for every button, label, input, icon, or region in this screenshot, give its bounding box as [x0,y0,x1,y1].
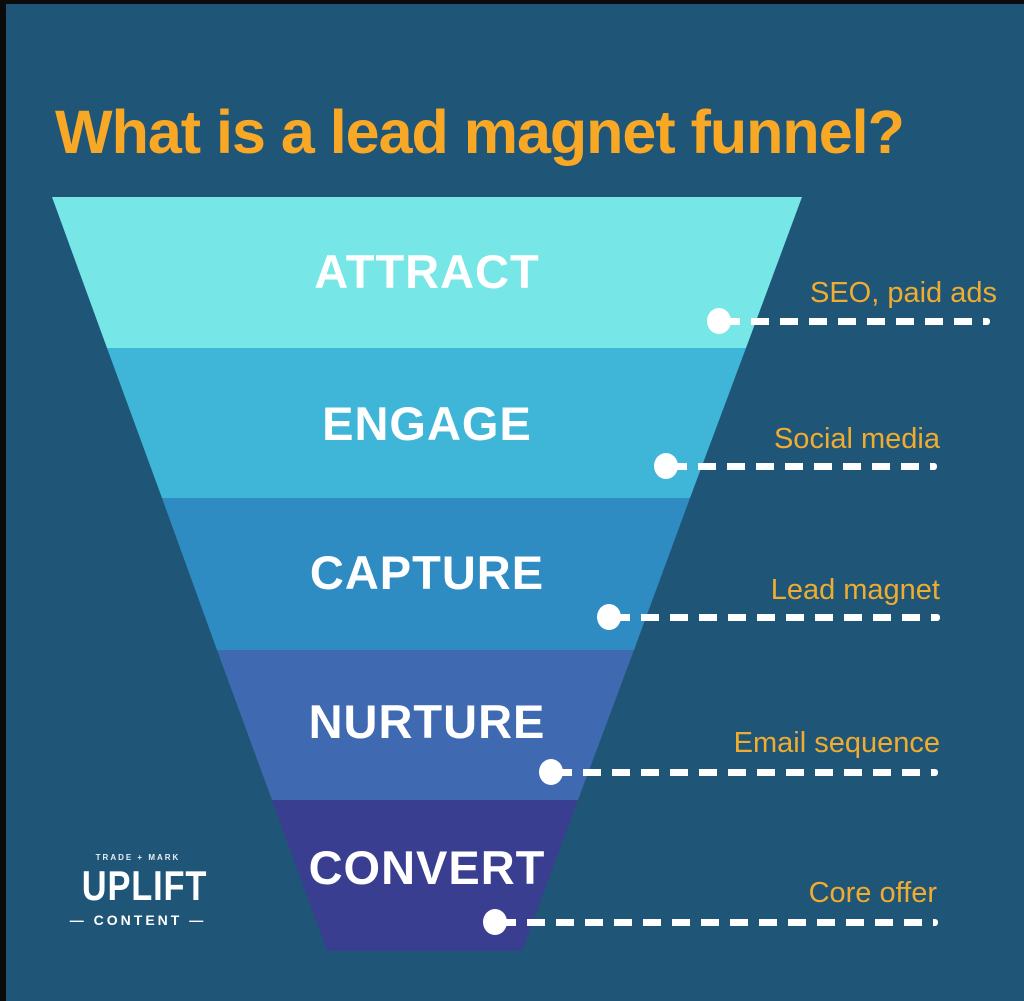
screenshot-top-edge [0,0,1024,4]
page-title: What is a lead magnet funnel? [55,97,905,166]
logo-subtitle: — CONTENT — [69,912,207,928]
stage-label-engage: ENGAGE [322,397,532,450]
leader-line-engage [669,463,937,470]
annotation-nurture: Email sequence [733,727,940,759]
leader-line-capture [612,614,940,621]
leader-line-nurture [554,769,938,776]
annotation-convert: Core offer [808,877,937,909]
stage-label-convert: CONVERT [308,841,546,894]
screenshot-left-edge [0,0,6,1001]
stage-label-nurture: NURTURE [308,695,546,748]
annotation-attract: SEO, paid ads [810,277,997,309]
annotation-engage: Social media [773,423,940,455]
funnel-band-nurture [217,650,634,800]
annotation-capture: Lead magnet [770,574,940,606]
funnel-band-capture [162,498,690,650]
uplift-content-logo: TRADE + MARK UPLIFT — CONTENT — [68,853,208,928]
stage-label-capture: CAPTURE [309,546,545,599]
funnel-band-engage [107,348,746,498]
stage-label-attract: ATTRACT [314,245,540,298]
funnel-band-attract [52,197,802,348]
leader-line-convert [498,919,938,926]
leader-line-attract [722,318,990,325]
logo-trademark-text: TRADE + MARK [95,853,181,862]
logo-wordmark: UPLIFT [81,862,208,909]
